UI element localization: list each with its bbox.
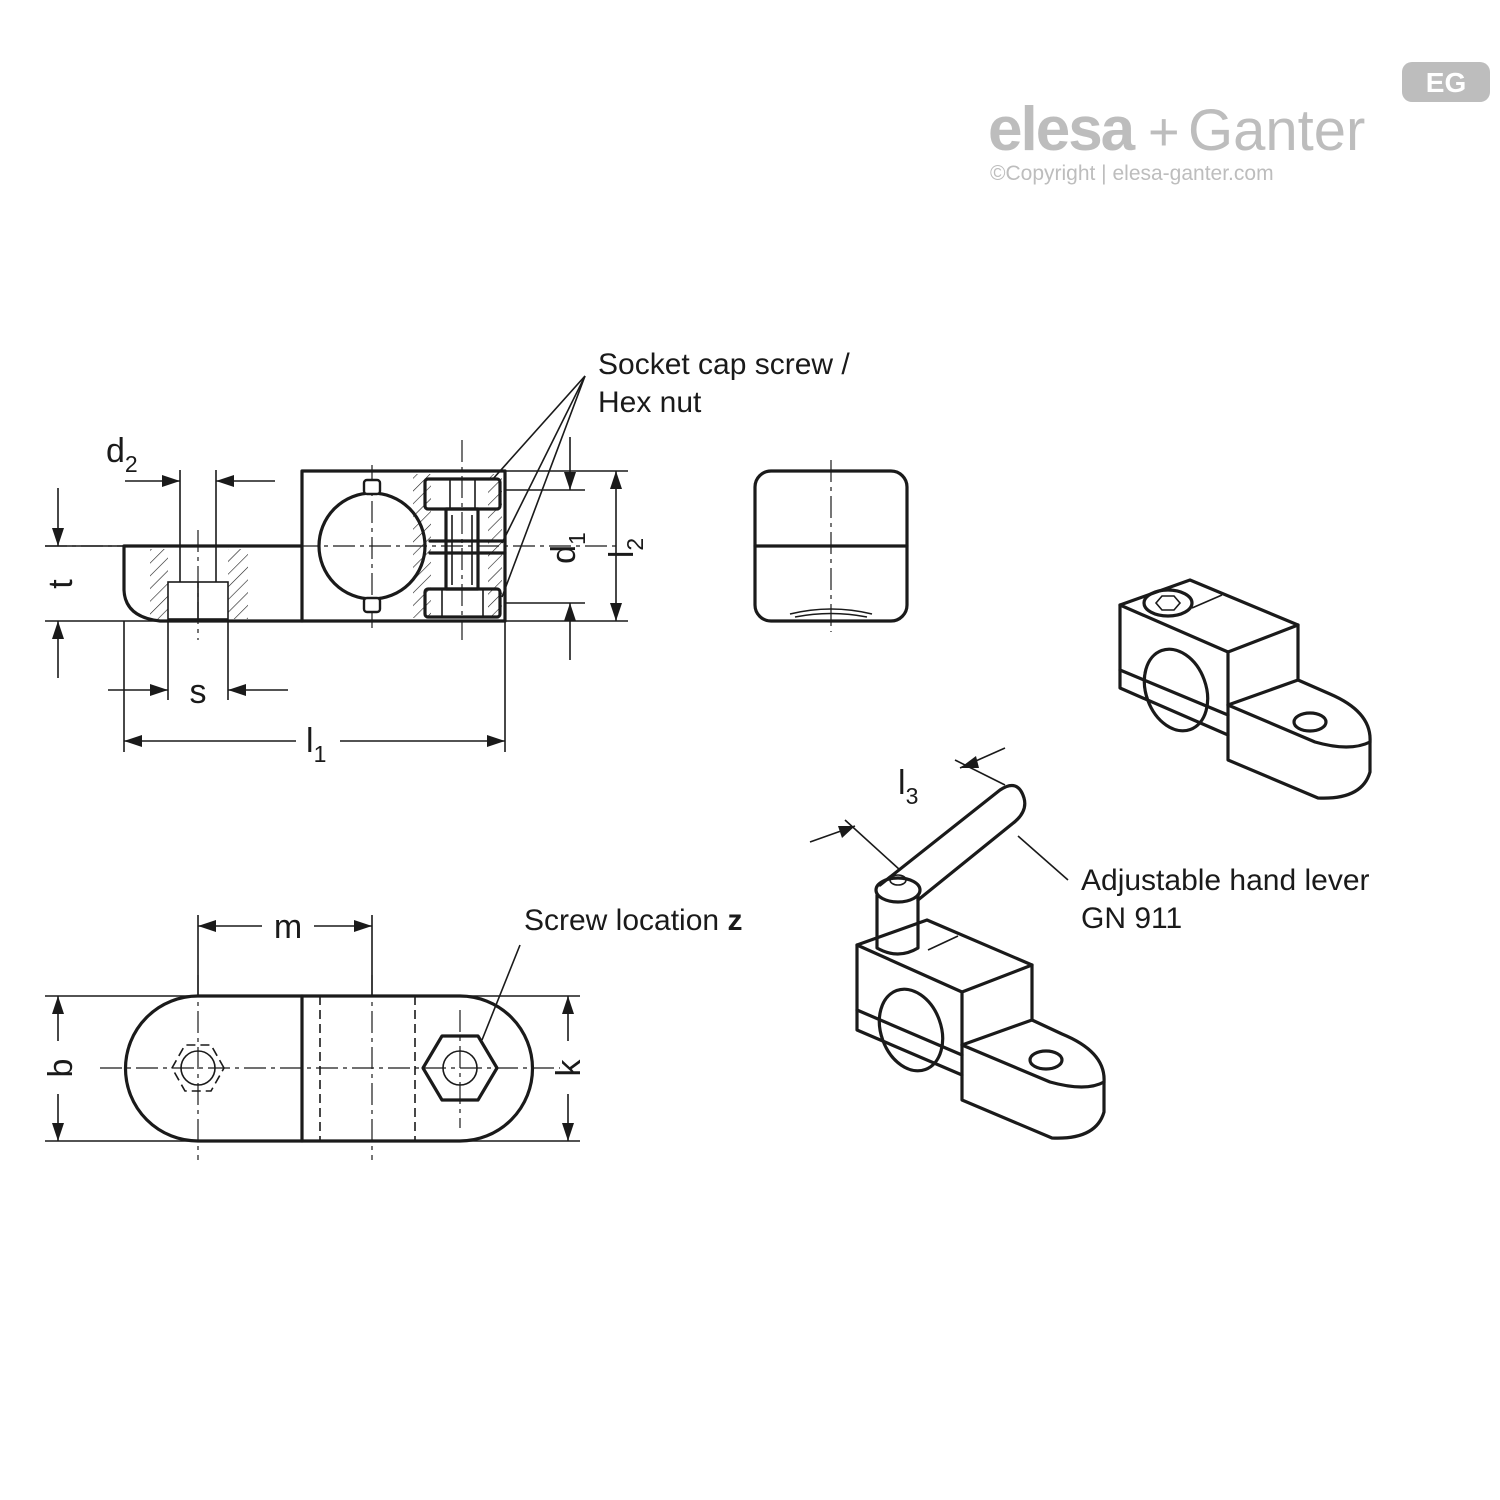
arrow-t-bottom <box>52 621 64 639</box>
iso1-slot-top <box>1191 594 1223 609</box>
arrow-s-right <box>228 684 246 696</box>
label-b: b <box>42 1059 80 1078</box>
iso2-slot-top <box>927 935 959 951</box>
ext-l3-left <box>844 819 901 871</box>
arrow-m-left <box>198 920 216 932</box>
iso2-bore <box>877 987 945 1073</box>
side-view-chamfer-2 <box>794 612 868 618</box>
arrow-d2-left <box>162 475 180 487</box>
leader-screw-3 <box>501 375 586 598</box>
arrow-d2-right <box>216 475 234 487</box>
eg-badge-icon: EG <box>1402 62 1490 102</box>
arrow-l3-right <box>960 756 979 768</box>
isometric-view-plain <box>1118 578 1372 800</box>
hex-nut <box>423 587 502 619</box>
side-view-chamfer-1 <box>789 608 873 615</box>
iso1-top-face <box>1118 578 1300 654</box>
arrow-l2-top <box>610 471 622 489</box>
arrow-d1-top <box>564 472 576 490</box>
body-outline <box>122 469 507 623</box>
lever-screw-tip <box>889 874 907 886</box>
lever-arm <box>878 783 1027 902</box>
arrow-b-bottom <box>52 1123 64 1141</box>
logo-copyright: ©Copyright | elesa-ganter.com <box>990 162 1274 185</box>
side-view <box>753 460 909 632</box>
callout-screw-location: Screw location z <box>524 904 742 937</box>
label-l2: l2 <box>603 538 648 558</box>
label-k: k <box>550 1059 588 1077</box>
top-view: m b k Screw location z <box>42 904 742 1160</box>
hidden-hex-hole-icon <box>171 1044 225 1092</box>
arrow-l1-right <box>487 735 505 747</box>
arrow-k-bottom <box>562 1123 574 1141</box>
iso2-arm-hole <box>1028 1049 1064 1071</box>
arrow-d1-bottom <box>564 603 576 621</box>
callout-hex-nut: Hex nut <box>598 386 702 419</box>
label-d2: d2 <box>106 432 138 477</box>
hex-nut-icon <box>421 1034 499 1102</box>
iso1-screw-head-icon <box>1142 588 1194 618</box>
arrow-m-right <box>354 920 372 932</box>
iso1-arm <box>1226 678 1372 800</box>
iso1-arm-hole <box>1292 711 1328 733</box>
bore-notch-top <box>362 478 382 496</box>
arrow-k-top <box>562 996 574 1014</box>
hatch-hole-left <box>150 549 168 619</box>
isometric-view-lever: l3 Adjustable hand lever GN 911 <box>809 747 1370 1140</box>
iso1-left-face <box>1118 603 1230 737</box>
label-l3: l3 <box>898 764 918 809</box>
lever-hub-top <box>874 876 922 904</box>
leader-screw-2 <box>501 375 586 544</box>
arrow-t-top <box>52 528 64 546</box>
hatch-screw-left <box>413 474 431 618</box>
lever-hub <box>875 893 920 956</box>
iso1-slot-line <box>1118 668 1230 717</box>
arrow-l2-bottom <box>610 603 622 621</box>
leader-hand-lever <box>1017 835 1069 881</box>
arrow-l1-left <box>124 735 142 747</box>
bore-notch-bottom <box>362 596 382 614</box>
iso2-left-face <box>855 943 964 1077</box>
callout-hand-lever: Adjustable hand lever <box>1081 864 1370 897</box>
arrow-b-top <box>52 996 64 1014</box>
callout-gn-911: GN 911 <box>1081 902 1182 935</box>
label-t: t <box>42 579 80 589</box>
logo-plus: + <box>1148 102 1180 162</box>
iso2-arm <box>960 1018 1106 1140</box>
iso2-slot-line <box>855 1008 964 1057</box>
leader-screw-1 <box>491 375 586 481</box>
iso2-arm-edge <box>960 1043 1106 1089</box>
leader-screw-location <box>481 944 521 1041</box>
label-m: m <box>274 908 302 946</box>
eg-badge-text: EG <box>1426 67 1466 98</box>
iso1-arm-edge <box>1226 703 1372 749</box>
label-s: s <box>190 673 207 711</box>
label-d1: d1 <box>545 532 590 564</box>
front-section-view: t d2 s l1 d1 <box>42 348 850 767</box>
ext-l3-right <box>954 759 1006 786</box>
hatch-hole-right <box>228 549 248 619</box>
arrow-l3-left <box>838 826 855 838</box>
logo-ganter: Ganter <box>1188 98 1365 163</box>
iso2-top-face <box>855 918 1034 994</box>
iso1-bore <box>1142 647 1210 733</box>
brand-logo: elesa + Ganter ©Copyright | elesa-ganter… <box>988 62 1490 185</box>
logo-elesa: elesa <box>988 95 1136 164</box>
arrow-s-left <box>150 684 168 696</box>
callout-socket-cap-screw: Socket cap screw / <box>598 348 850 381</box>
label-l1: l1 <box>306 722 326 767</box>
